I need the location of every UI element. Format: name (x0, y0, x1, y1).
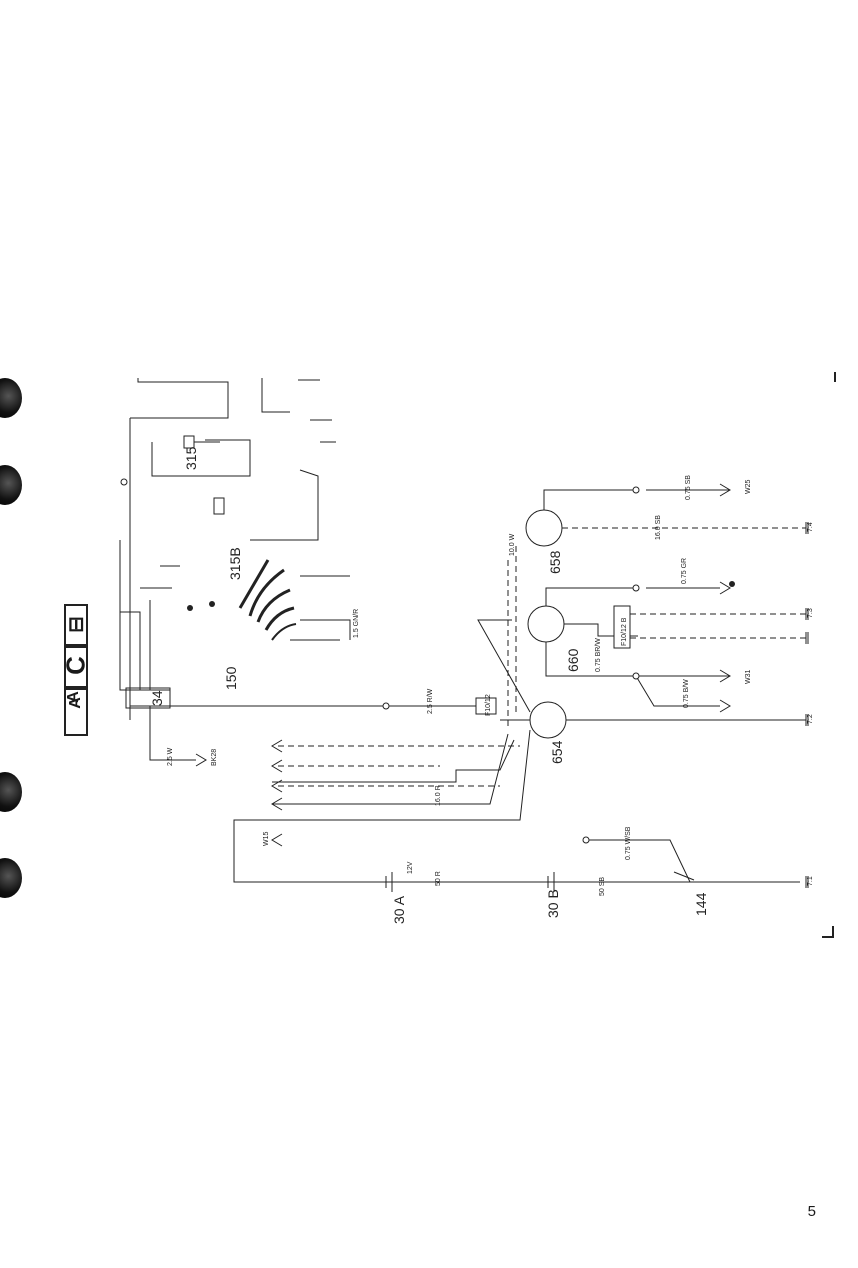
wire-label-4: 0.75 B/W (683, 679, 690, 708)
label-144: 144 (693, 892, 709, 916)
terminal-label-1: 7:2 (807, 714, 814, 724)
wire-label-14: 12V (407, 861, 414, 874)
label-660: 660 (565, 648, 581, 672)
label-315: 315 (183, 446, 199, 470)
wire-label-3: 0.75 BR/W (595, 638, 602, 672)
label-fuse-f10-12-b: F10/12 B (621, 617, 628, 646)
wire-label-6: 50 R (435, 871, 442, 886)
wire-label-11: 1.5 GN/R (353, 609, 360, 638)
label-658: 658 (547, 550, 563, 574)
wire-label-10: 2.5 W (167, 747, 174, 766)
wire-label-13: 10.0 W (509, 533, 516, 556)
wire-label-9: 0.75 W/SB (625, 826, 632, 860)
label-654: 654 (549, 740, 565, 764)
binder-hole-2 (0, 465, 22, 505)
wire-label-5: 2.5 R/W (427, 688, 434, 714)
wire-label-2: 0.75 SB (685, 475, 692, 500)
wire-label-7: 16.0 R (435, 785, 442, 806)
label-fuse-f10-12: F10/12 (485, 694, 492, 716)
label-34: 34 (149, 690, 165, 706)
terminal-label-6: W25 (745, 480, 752, 495)
crop-mark-top-right (824, 372, 836, 382)
wire-label-8: 50 SB (599, 877, 606, 896)
label-30a: 30 A (391, 895, 407, 924)
wire-label-12: 16.0 SB (655, 515, 662, 540)
c-icon: C (61, 646, 91, 688)
crop-mark-bottom-right (822, 926, 834, 938)
label-30b: 30 B (545, 889, 561, 918)
terminal-label-4: 7:4 (807, 522, 814, 532)
binder-hole-4 (0, 858, 22, 898)
binder-hole-1 (0, 378, 22, 418)
terminal-label-5: W31 (745, 670, 752, 685)
terminal-label-2: 7:3 (807, 608, 814, 618)
terminal-label-7: BK28 (211, 749, 218, 766)
terminal-label-3: 7:1 (807, 876, 814, 886)
binder-hole-3 (0, 772, 22, 812)
page-number: 5 (807, 1203, 816, 1220)
terminal-label-8: W15 (263, 832, 270, 847)
wire-label-1: 0.75 GR (681, 558, 688, 584)
label-150: 150 (223, 666, 239, 690)
a-icon: A (64, 688, 88, 736)
label-315b: 315B (227, 547, 243, 580)
battery-icon: ⊟ (64, 604, 88, 646)
